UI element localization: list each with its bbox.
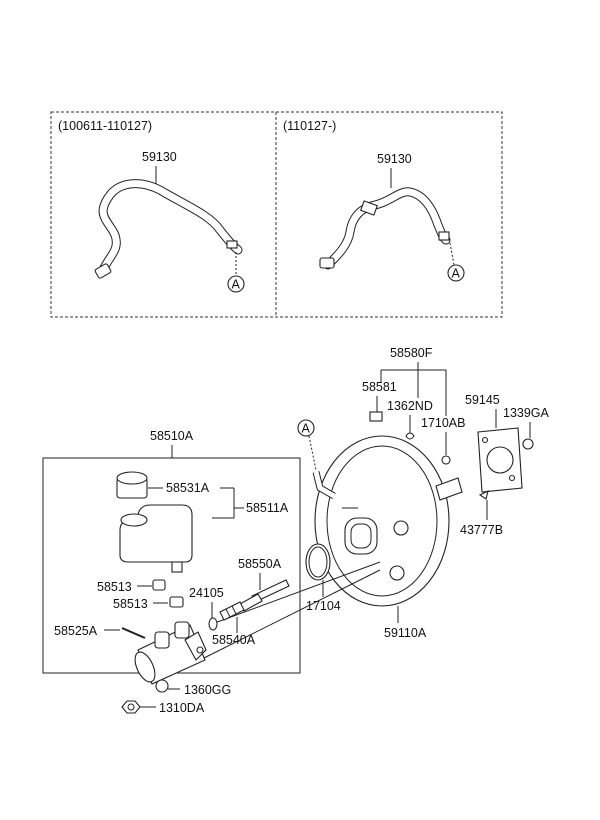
label-58513-top: 58513	[97, 580, 132, 594]
hose-left	[94, 179, 243, 279]
label-1362ND: 1362ND	[387, 399, 433, 413]
part-1360GG	[155, 679, 169, 693]
label-58531A: 58531A	[166, 481, 210, 495]
part-58531A-cap	[116, 471, 148, 499]
part-58513-top	[152, 579, 166, 591]
variant-right-range: (110127-)	[283, 119, 336, 133]
label-1310DA: 1310DA	[159, 701, 205, 715]
part-1310DA-nut	[121, 700, 141, 714]
ref-a-right: A	[452, 267, 461, 281]
variant-left-hose-label: 59130	[142, 150, 177, 164]
part-58581	[369, 411, 383, 422]
ref-circle-a-right	[447, 264, 465, 282]
label-58580F: 58580F	[390, 346, 433, 360]
part-1339GA-nut	[522, 438, 534, 450]
part-1362ND	[405, 432, 415, 440]
part-58525A-bolt	[121, 627, 146, 639]
ref-circle-a-left	[227, 275, 245, 293]
ref-circle-a-booster	[297, 419, 315, 437]
label-58540A: 58540A	[212, 633, 256, 647]
part-58550A-pushrod	[239, 579, 290, 612]
variant-left-range: (100611-110127)	[58, 119, 152, 133]
label-59110A: 59110A	[384, 626, 427, 640]
label-24105: 24105	[189, 586, 224, 600]
booster-body	[314, 435, 489, 607]
label-58513-bottom: 58513	[113, 597, 148, 611]
label-59145: 59145	[465, 393, 500, 407]
booster-pushrod	[435, 477, 463, 501]
label-58581: 58581	[362, 380, 397, 394]
variant-right-hose-label: 59130	[377, 152, 412, 166]
label-58510A: 58510A	[150, 429, 194, 443]
master-cylinder-body	[134, 621, 207, 685]
label-58550A: 58550A	[238, 557, 282, 571]
ref-a-booster: A	[302, 422, 311, 436]
label-58511A: 58511A	[246, 501, 289, 515]
part-58540A-piston	[219, 601, 245, 621]
label-17104: 17104	[306, 599, 341, 613]
label-58525A: 58525A	[54, 624, 98, 638]
part-43777B	[478, 489, 489, 500]
label-43777B: 43777B	[460, 523, 503, 537]
part-58511A-reservoir	[119, 504, 193, 573]
hose-right	[319, 187, 451, 270]
ref-a-left: A	[232, 278, 241, 292]
label-1710AB: 1710AB	[421, 416, 465, 430]
part-24105-oring	[208, 617, 218, 631]
part-17104-seal	[305, 543, 331, 581]
label-1360GG: 1360GG	[184, 683, 231, 697]
part-58513-bottom	[169, 596, 184, 608]
label-1339GA: 1339GA	[503, 406, 550, 420]
part-1710AB	[441, 455, 451, 465]
